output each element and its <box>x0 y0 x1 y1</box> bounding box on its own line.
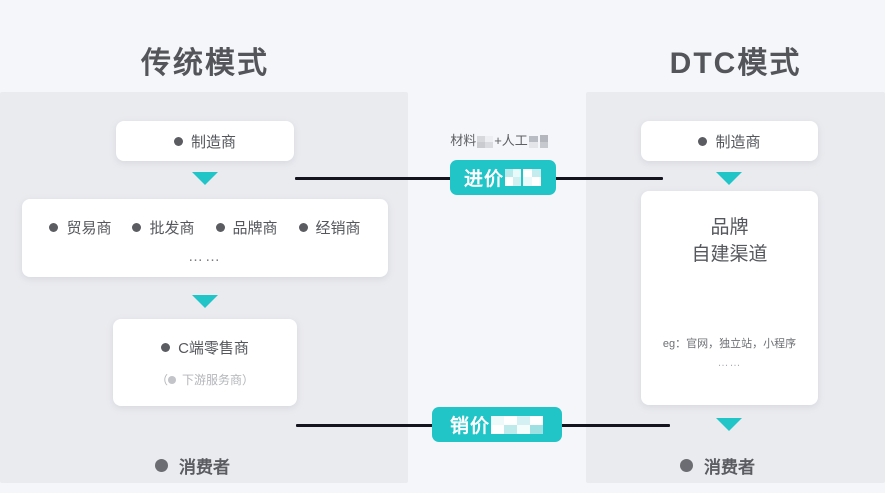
retailer-item: C端零售商 <box>161 337 249 358</box>
retailer-subnote: （ 下游服务商 ） <box>156 371 254 388</box>
channel-node-label: 品牌商 <box>232 220 278 237</box>
brand-title-line1: 品牌 <box>710 217 749 238</box>
redacted-purchase-value-a <box>505 169 522 186</box>
consumer-right: 消费者 <box>680 453 755 478</box>
bullet-dot-icon <box>49 223 59 232</box>
badge-sale-label: 销价 <box>449 416 490 437</box>
bullet-dot-icon <box>698 136 708 146</box>
manufacturer-right-label: 制造商 <box>715 133 761 151</box>
arrow-down-icon <box>192 172 218 185</box>
retailer-label: C端零售商 <box>178 340 249 357</box>
connector-line-top-left <box>295 177 455 180</box>
badge-purchase-price: 进价 <box>450 160 557 195</box>
title-dtc-model: DTC模式 <box>669 47 802 80</box>
channel-node-brand: 品牌商 <box>215 217 278 238</box>
bullet-dot-icon <box>680 459 693 472</box>
brand-examples-label: eg：官网，独立站，小程序 <box>662 338 797 350</box>
channel-node-dealer: 经销商 <box>298 217 361 238</box>
channel-ellipsis: …… <box>188 248 222 265</box>
consumer-left-label: 消费者 <box>179 458 230 477</box>
bullet-dot-icon <box>167 375 176 384</box>
channel-node-trader: 贸易商 <box>49 217 111 238</box>
brand-examples: eg：官网，独立站，小程序 …… <box>641 335 818 373</box>
brand-title-line2: 自建渠道 <box>691 244 768 265</box>
card-brand-owned-channel: 品牌 自建渠道 eg：官网，独立站，小程序 …… <box>641 191 818 405</box>
card-channel-nodes-left: 贸易商 批发商 品牌商 经销商 …… <box>22 199 388 277</box>
bullet-dot-icon <box>161 343 171 352</box>
redacted-sale-value <box>491 415 543 434</box>
bullet-dot-icon <box>298 223 308 232</box>
connector-line-bottom-left <box>296 424 433 427</box>
badge-sale-price: 销价 <box>432 407 562 442</box>
redacted-labor-value-a <box>528 135 538 148</box>
redacted-material-value <box>477 135 494 148</box>
consumer-right-label: 消费者 <box>704 458 755 477</box>
bullet-dot-icon <box>132 223 142 232</box>
channel-node-row: 贸易商 批发商 品牌商 经销商 <box>22 217 388 238</box>
bullet-dot-icon <box>173 136 183 146</box>
title-traditional-model: 传统模式 <box>141 47 269 80</box>
manufacturer-left-label: 制造商 <box>190 133 236 151</box>
redacted-labor-value-b <box>539 135 548 149</box>
retailer-subnote-open: （ <box>155 373 168 387</box>
consumer-left: 消费者 <box>155 453 230 478</box>
bullet-dot-icon <box>155 459 168 472</box>
channel-node-label: 经销商 <box>315 220 361 237</box>
connector-line-top-right <box>546 177 663 180</box>
channel-node-label: 贸易商 <box>66 220 112 237</box>
connector-line-bottom-right <box>560 424 670 427</box>
channel-node-label: 批发商 <box>149 220 195 237</box>
cost-note-material-label: 材料 <box>450 133 477 148</box>
retailer-subnote-label: 下游服务商 <box>181 373 242 387</box>
cost-note-labor-label: +人工 <box>494 133 528 148</box>
arrow-down-icon <box>192 295 218 308</box>
card-retailer-left: C端零售商 （ 下游服务商 ） <box>113 319 297 406</box>
card-manufacturer-left: 制造商 <box>116 121 294 161</box>
manufacturer-left-item: 制造商 <box>173 131 236 152</box>
badge-purchase-label: 进价 <box>464 169 505 190</box>
card-manufacturer-right: 制造商 <box>641 121 818 161</box>
channel-node-wholesaler: 批发商 <box>132 217 195 238</box>
manufacturer-right-item: 制造商 <box>698 131 761 152</box>
cost-note: 材料 +人工 <box>397 130 602 149</box>
bullet-dot-icon <box>215 223 225 232</box>
arrow-down-icon <box>716 418 742 431</box>
brand-examples-ellipsis: …… <box>717 357 742 369</box>
arrow-down-icon <box>716 172 742 185</box>
retailer-subnote-close: ） <box>242 373 255 387</box>
redacted-purchase-value-b <box>523 169 542 186</box>
